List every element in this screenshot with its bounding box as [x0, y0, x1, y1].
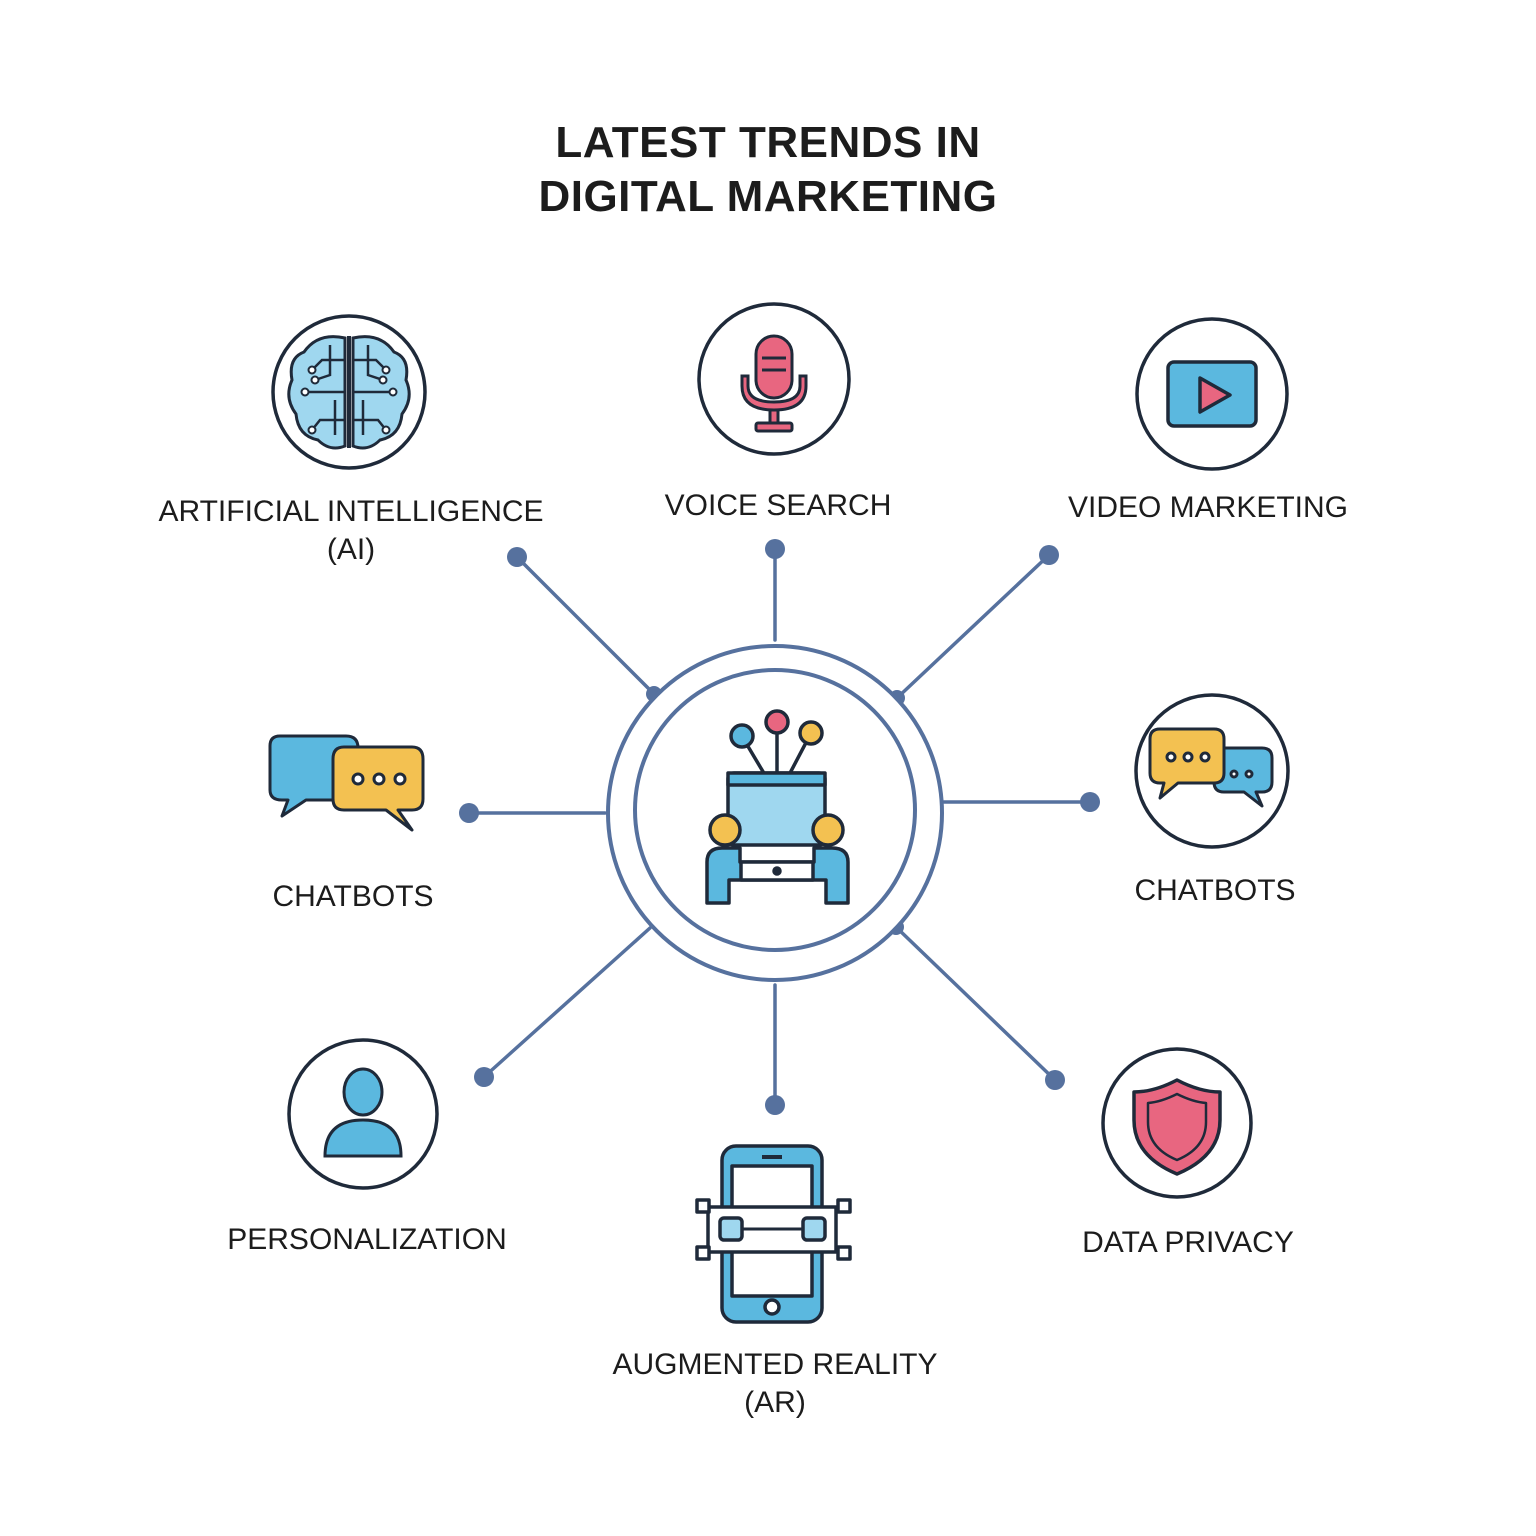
title-line-1: LATEST TRENDS IN: [555, 118, 981, 167]
label-person-line1: PERSONALIZATION: [227, 1223, 507, 1256]
brain-circuit-icon: [287, 335, 411, 450]
connectors: [467, 547, 1092, 1107]
connector-ai: [515, 555, 656, 696]
label-chat-right: CHATBOTS: [1095, 872, 1335, 910]
label-ai-line2: (AI): [326, 533, 376, 566]
label-chat-left: CHATBOTS: [233, 878, 473, 916]
chat-bubbles-icon: [1148, 727, 1274, 808]
connector-person: [482, 926, 652, 1079]
ar-phone-icon: [695, 1144, 852, 1324]
trend-person: [287, 1038, 439, 1190]
dot-ar-outer: [765, 1095, 785, 1115]
label-person: PERSONALIZATION: [197, 1221, 537, 1259]
dot-privacy-outer: [1045, 1070, 1065, 1090]
dot-person-outer: [474, 1067, 494, 1087]
trend-privacy: [1101, 1047, 1253, 1199]
person-icon: [323, 1067, 403, 1158]
dot-video-outer: [1039, 545, 1059, 565]
title-line-2: DIGITAL MARKETING: [538, 172, 998, 221]
dot-chat-left-outer: [459, 803, 479, 823]
dot-voice-outer: [765, 539, 785, 559]
label-ar-line1: AUGMENTED REALITY: [612, 1348, 938, 1381]
microphone-icon: [740, 334, 808, 433]
trend-video: [1135, 317, 1289, 471]
digital-marketing-hub-icon: [705, 709, 850, 905]
label-ai-line1: ARTIFICIAL INTELLIGENCE: [158, 495, 544, 528]
trend-chat-right: [1134, 693, 1290, 849]
dot-chat-right-outer: [1080, 792, 1100, 812]
label-video-line1: VIDEO MARKETING: [1067, 491, 1349, 524]
label-video: VIDEO MARKETING: [1038, 489, 1378, 527]
label-privacy: DATA PRIVACY: [1048, 1224, 1328, 1262]
connector-video: [895, 553, 1051, 700]
dot-ai-outer: [507, 547, 527, 567]
trend-voice: [697, 302, 851, 456]
shield-icon: [1132, 1078, 1222, 1176]
label-voice: VOICE SEARCH: [600, 487, 956, 525]
trend-ar: [695, 1144, 852, 1324]
label-chat-right-line1: CHATBOTS: [1134, 874, 1296, 907]
trend-chat-left: [268, 734, 425, 832]
play-video-icon: [1166, 360, 1258, 428]
trend-ai: [271, 314, 427, 470]
label-chat-left-line1: CHATBOTS: [272, 880, 434, 913]
chat-bubbles-icon: [268, 734, 425, 832]
connector-privacy: [894, 925, 1057, 1082]
label-voice-line1: VOICE SEARCH: [664, 489, 892, 522]
label-privacy-line1: DATA PRIVACY: [1082, 1226, 1294, 1259]
label-ar-line2: (AR): [744, 1386, 806, 1419]
hub: [606, 644, 944, 982]
label-ar: AUGMENTED REALITY (AR): [577, 1346, 973, 1422]
label-ai: ARTIFICIAL INTELLIGENCE (AI): [146, 493, 556, 569]
